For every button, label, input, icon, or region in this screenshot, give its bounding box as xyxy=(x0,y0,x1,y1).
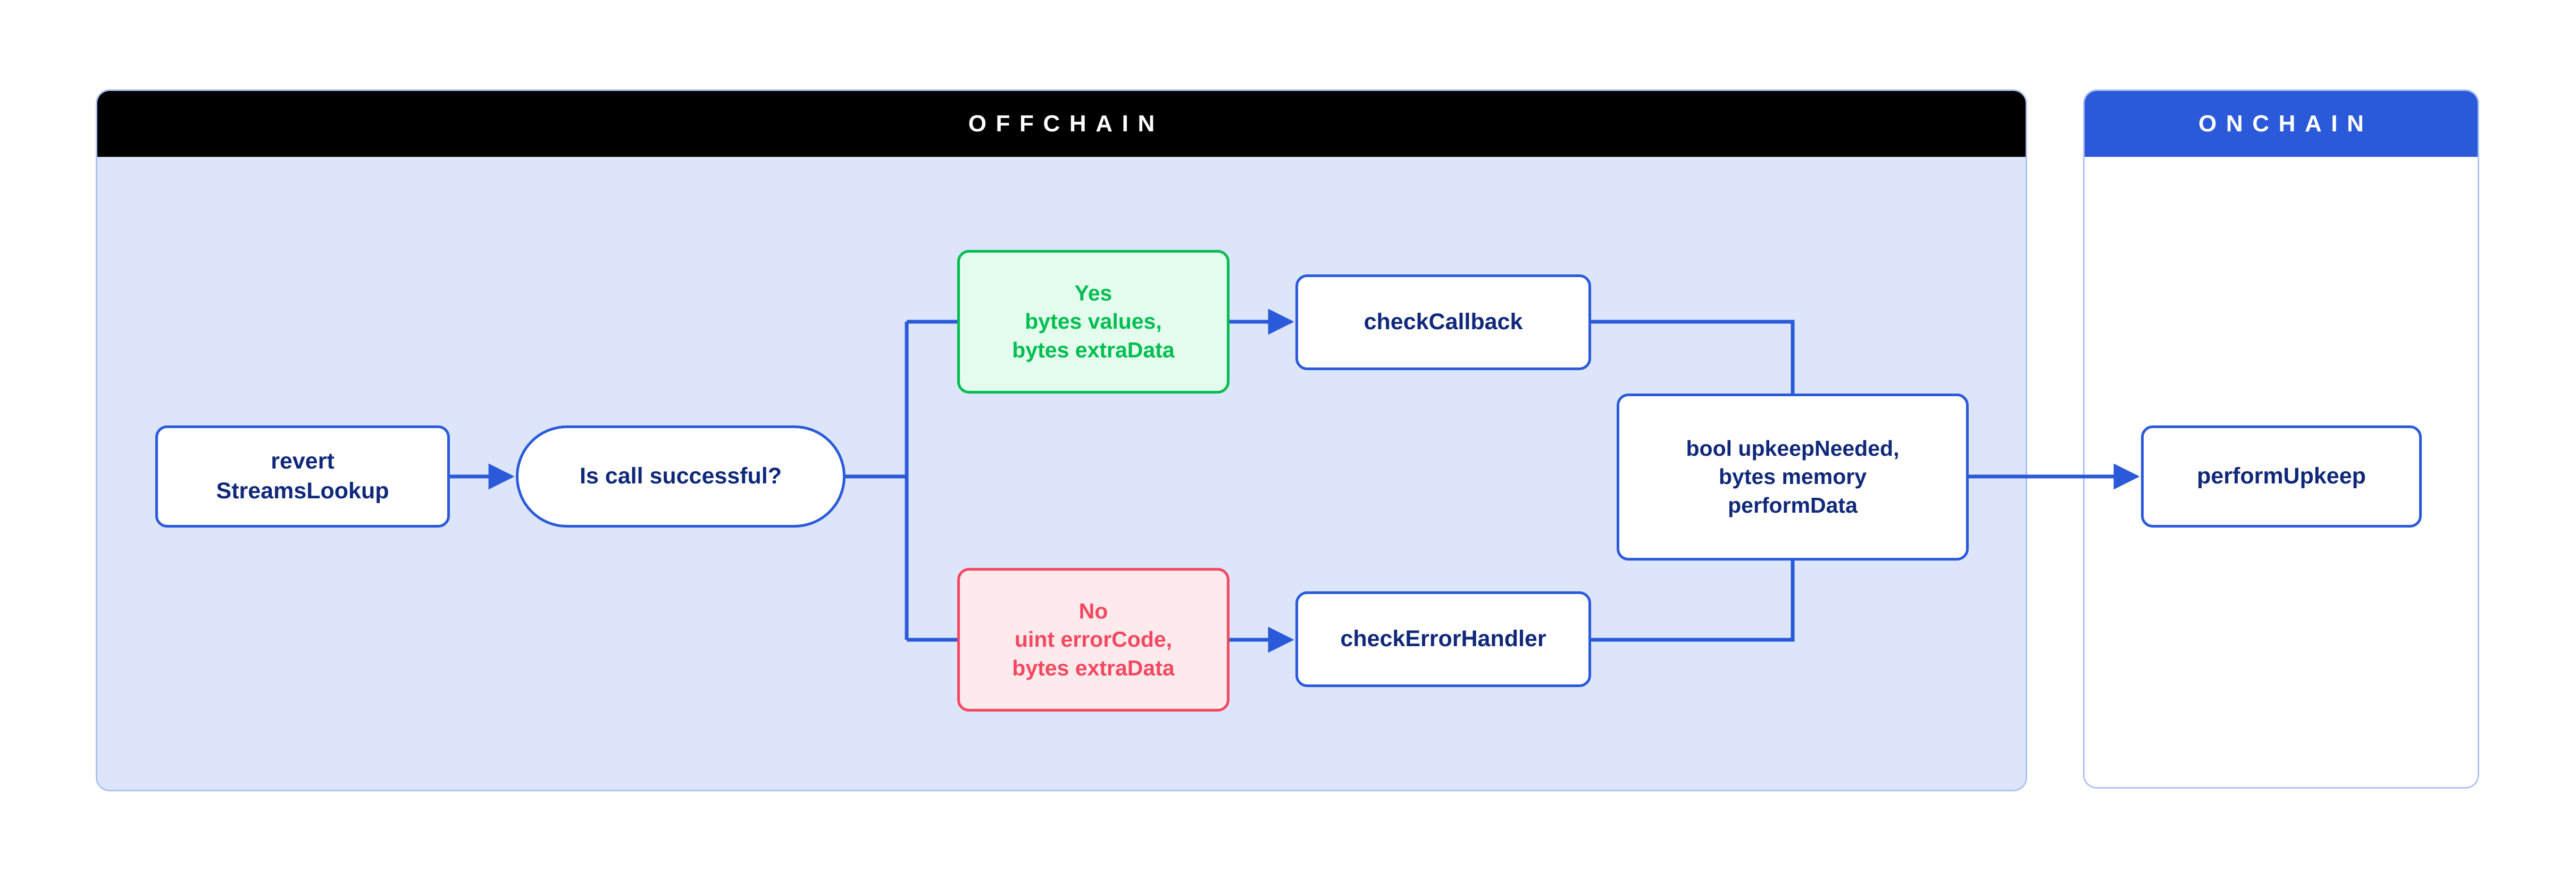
node-yes-branch[interactable]: Yes bytes values, bytes extraData xyxy=(957,250,1230,394)
node-perform-upkeep[interactable]: performUpkeep xyxy=(2141,425,2422,528)
node-is-call-successful[interactable]: Is call successful? xyxy=(516,425,846,528)
node-revert-streamslookup[interactable]: revert StreamsLookup xyxy=(155,425,450,528)
offchain-panel-title: OFFCHAIN xyxy=(97,91,2026,157)
onchain-panel-title: ONCHAIN xyxy=(2085,91,2478,157)
node-check-callback[interactable]: checkCallback xyxy=(1295,274,1591,370)
node-upkeep-needed-perform-data[interactable]: bool upkeepNeeded, bytes memory performD… xyxy=(1617,394,1969,561)
node-check-error-handler[interactable]: checkErrorHandler xyxy=(1295,591,1591,687)
node-no-branch[interactable]: No uint errorCode, bytes extraData xyxy=(957,568,1230,712)
